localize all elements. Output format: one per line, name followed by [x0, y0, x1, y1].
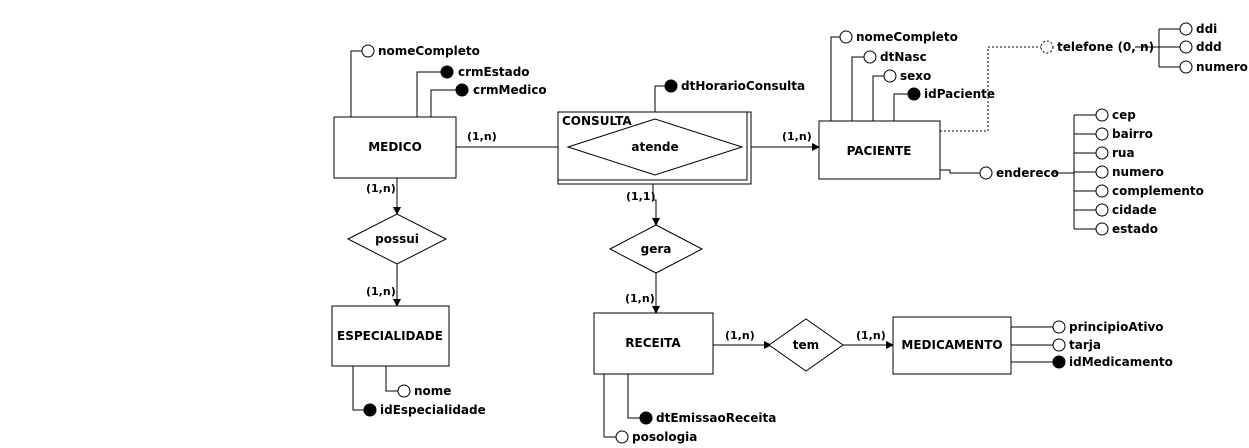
svg-text:possui: possui	[375, 232, 419, 246]
attr-circle-receita-posologia	[615, 430, 629, 444]
line-receita-posologia	[603, 374, 616, 438]
attr-medico-crmestado: crmEstado	[458, 65, 530, 79]
svg-text:gera: gera	[641, 242, 672, 256]
attr-circle-endereco-estado	[1095, 222, 1109, 236]
attr-especialidade-nome: nome	[414, 384, 451, 398]
attr-circle-paciente-sexo	[883, 69, 897, 83]
attr-circle-medicamento-principio	[1052, 320, 1066, 334]
attr-telefone: telefone (0, n)	[1057, 40, 1154, 54]
card-tem-medicamento: (1,n)	[856, 329, 886, 342]
attr-circle-endereco-bairro	[1095, 127, 1109, 141]
line-medico-crmmedico	[430, 89, 456, 117]
attr-circle-telefone-ddi	[1179, 22, 1193, 36]
line-consulta-dthorario	[654, 85, 665, 112]
attr-circle-endereco-cep	[1095, 108, 1109, 122]
card-receita-tem: (1,n)	[725, 329, 755, 342]
line-paciente-sexo	[872, 75, 884, 121]
line-medico-crmestado	[416, 71, 441, 117]
attr-medico-nomecompleto: nomeCompleto	[378, 44, 480, 58]
card-atende-paciente: (1,n)	[782, 130, 812, 143]
attr-circle-consulta-dthorario	[664, 79, 678, 93]
line-paciente-dtnasc	[851, 56, 864, 121]
attr-circle-receita-dtemissao	[639, 411, 653, 425]
relationship-tem[interactable]: tem	[768, 318, 844, 372]
attr-circle-paciente-idpaciente	[907, 87, 921, 101]
attr-circle-especialidade-nome	[397, 384, 411, 398]
attr-paciente-nomecompleto: nomeCompleto	[856, 30, 958, 44]
svg-text:CONSULTA: CONSULTA	[562, 114, 632, 128]
svg-text:MEDICAMENTO: MEDICAMENTO	[901, 338, 1002, 352]
svg-text:RECEITA: RECEITA	[625, 336, 681, 350]
attr-telefone-numero: numero	[1196, 60, 1248, 74]
line-paciente-telefone	[940, 46, 1041, 132]
attr-circle-medico-crmmedico	[455, 83, 469, 97]
attr-especialidade-id: idEspecialidade	[380, 403, 486, 417]
attr-circle-paciente-dtnasc	[863, 50, 877, 64]
attr-circle-endereco-rua	[1095, 146, 1109, 160]
card-possui-especialidade: (1,n)	[366, 285, 396, 298]
attr-circle-paciente-nomecompleto	[839, 30, 853, 44]
attr-paciente-idpaciente: idPaciente	[924, 87, 995, 101]
line-especialidade-id	[352, 366, 364, 411]
card-medico-atende: (1,n)	[467, 130, 497, 143]
attr-endereco: endereco	[996, 166, 1059, 180]
attr-paciente-dtnasc: dtNasc	[880, 50, 927, 64]
attr-circle-medicamento-id	[1052, 355, 1066, 369]
attr-telefone-ddd: ddd	[1196, 40, 1222, 54]
attr-circle-endereco-complemento	[1095, 184, 1109, 198]
card-gera-receita: (1,n)	[625, 292, 655, 305]
attr-endereco-complemento: complemento	[1112, 184, 1204, 198]
svg-text:atende: atende	[631, 140, 678, 154]
line-consulta-gera	[652, 184, 660, 226]
attr-circle-telefone	[1040, 40, 1054, 54]
attr-receita-dtemissao: dtEmissaoReceita	[656, 411, 776, 425]
svg-text:PACIENTE: PACIENTE	[847, 144, 912, 158]
svg-text:MEDICO: MEDICO	[368, 140, 422, 154]
attr-receita-posologia: posologia	[632, 430, 697, 444]
attr-endereco-numero: numero	[1112, 165, 1164, 179]
attr-consulta-dthorario: dtHorarioConsulta	[681, 79, 805, 93]
attr-medico-crmmedico: crmMedico	[473, 83, 547, 97]
svg-text:tem: tem	[793, 338, 819, 352]
attr-circle-endereco	[979, 166, 993, 180]
relationship-gera[interactable]: gera	[608, 224, 704, 274]
relationship-possui[interactable]: possui	[346, 213, 448, 265]
relationship-atende[interactable]: atende	[566, 118, 744, 176]
attr-circle-telefone-ddd	[1179, 40, 1193, 54]
entity-especialidade[interactable]: ESPECIALIDADE	[331, 305, 450, 367]
card-medico-possui: (1,n)	[366, 182, 396, 195]
attr-medicamento-principio: principioAtivo	[1069, 320, 1164, 334]
attr-circle-medico-crmestado	[440, 65, 454, 79]
entity-paciente[interactable]: PACIENTE	[818, 120, 941, 180]
svg-text:ESPECIALIDADE: ESPECIALIDADE	[337, 329, 443, 343]
attr-circle-medicamento-tarja	[1052, 338, 1066, 352]
attr-circle-endereco-numero	[1095, 165, 1109, 179]
line-paciente-endereco	[940, 169, 980, 174]
attr-medicamento-tarja: tarja	[1069, 338, 1101, 352]
entity-receita[interactable]: RECEITA	[593, 312, 714, 375]
card-consulta-gera: (1,1)	[626, 190, 656, 203]
attr-endereco-estado: estado	[1112, 222, 1158, 236]
attr-endereco-cidade: cidade	[1112, 203, 1157, 217]
line-receita-dtemissao	[627, 374, 640, 419]
attr-telefone-ddi: ddi	[1196, 22, 1217, 36]
attr-medicamento-id: idMedicamento	[1069, 355, 1173, 369]
entity-medico[interactable]: MEDICO	[333, 116, 457, 179]
attr-circle-medico-nomecompleto	[361, 44, 375, 58]
attr-circle-especialidade-id	[363, 403, 377, 417]
attr-circle-telefone-numero	[1179, 60, 1193, 74]
line-paciente-idpaciente	[893, 93, 908, 121]
line-paciente-nomecompleto	[830, 36, 840, 121]
entity-medicamento[interactable]: MEDICAMENTO	[892, 316, 1012, 375]
attr-endereco-rua: rua	[1112, 146, 1135, 160]
line-medico-nomecompleto	[350, 50, 362, 117]
attr-endereco-bairro: bairro	[1112, 127, 1153, 141]
attr-endereco-cep: cep	[1112, 108, 1136, 122]
line-especialidade-nome	[385, 366, 398, 392]
attr-paciente-sexo: sexo	[900, 69, 931, 83]
attr-circle-endereco-cidade	[1095, 203, 1109, 217]
